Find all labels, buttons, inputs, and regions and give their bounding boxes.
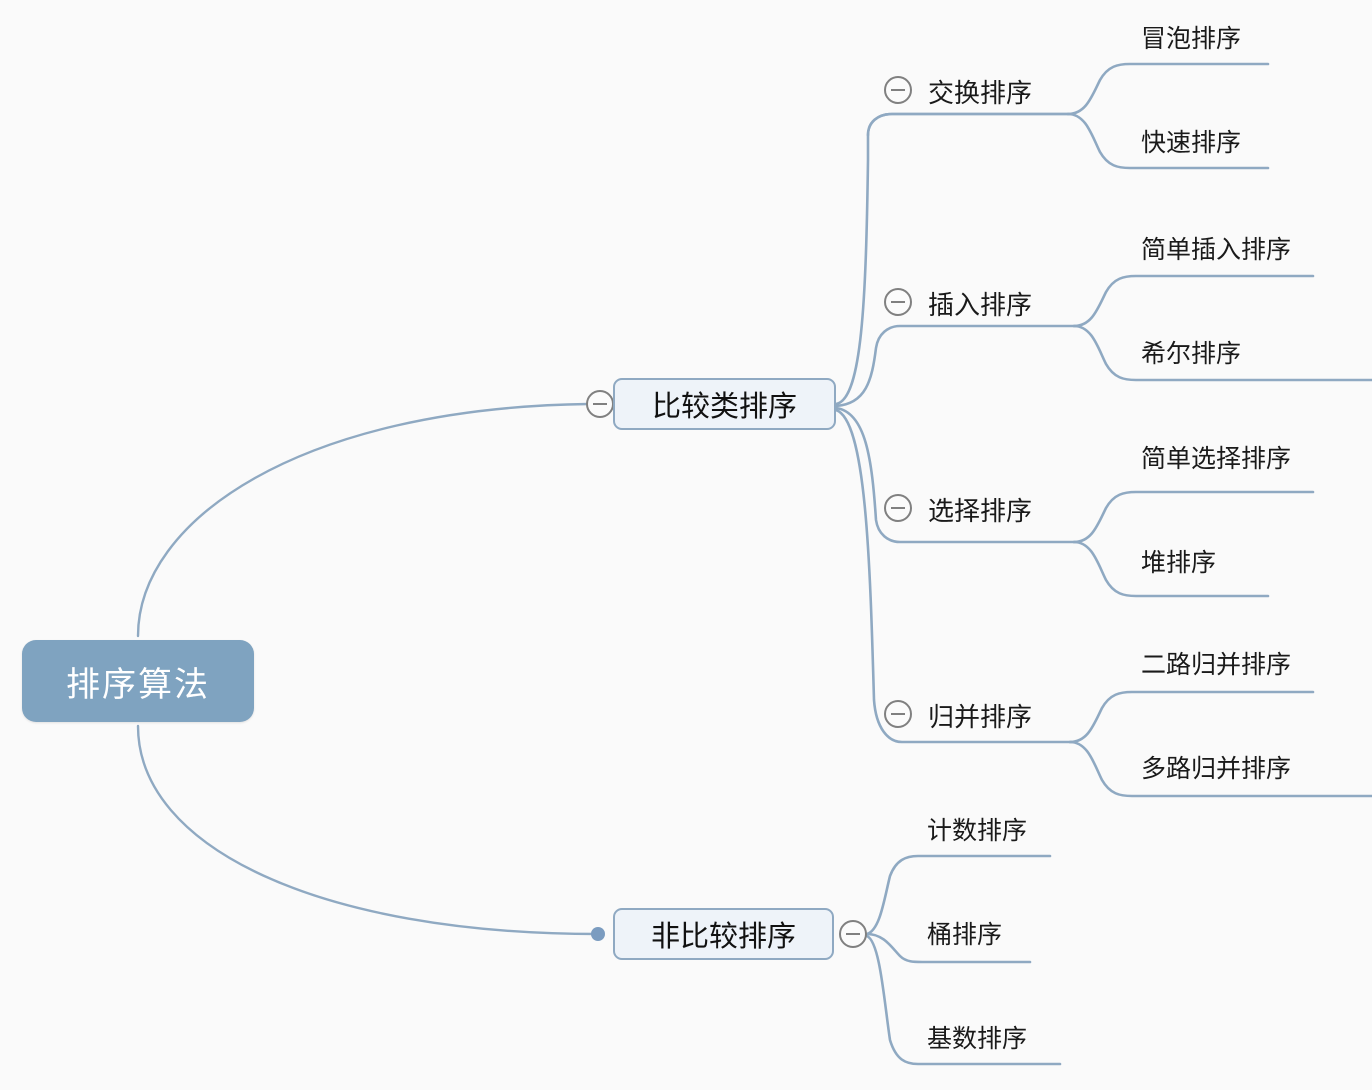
link-merge-to-twoway xyxy=(1068,690,1315,744)
node-multiway-merge-sort-label: 多路归并排序 xyxy=(1141,756,1292,783)
node-noncomparison-sorting-label: 非比较排序 xyxy=(650,921,796,953)
node-multiway-merge-sort[interactable]: 多路归并排序 xyxy=(1141,750,1291,784)
toggle-merge-icon[interactable] xyxy=(884,700,912,728)
link-root-to-comparison xyxy=(136,402,590,638)
node-bubble-sort-label: 冒泡排序 xyxy=(1141,26,1242,53)
link-exchange-to-bubble xyxy=(1066,62,1270,116)
node-bucket-sort[interactable]: 桶排序 xyxy=(927,916,1002,950)
link-comparison-to-insertion xyxy=(834,324,1080,408)
link-selection-to-simpleselect xyxy=(1072,490,1315,544)
node-insertion-sorting-label: 插入排序 xyxy=(928,290,1033,320)
link-root-to-noncomparison xyxy=(136,724,600,936)
node-quick-sort[interactable]: 快速排序 xyxy=(1141,124,1241,158)
node-simple-selection-sort[interactable]: 简单选择排序 xyxy=(1141,440,1291,474)
toggle-selection-icon[interactable] xyxy=(884,494,912,522)
link-insertion-to-simple xyxy=(1072,274,1315,328)
toggle-insertion-icon[interactable] xyxy=(884,288,912,316)
node-simple-insertion-sort-label: 简单插入排序 xyxy=(1141,237,1292,264)
node-shell-sort-label: 希尔排序 xyxy=(1141,341,1242,368)
node-simple-insertion-sort[interactable]: 简单插入排序 xyxy=(1141,231,1291,265)
node-heap-sort-label: 堆排序 xyxy=(1141,550,1217,577)
node-insertion-sorting[interactable]: 插入排序 xyxy=(928,286,1032,320)
root-node-label: 排序算法 xyxy=(66,666,210,704)
link-comparison-to-merge xyxy=(834,408,1074,744)
node-counting-sort-label: 计数排序 xyxy=(927,818,1028,845)
node-bucket-sort-label: 桶排序 xyxy=(927,922,1003,949)
node-radix-sort[interactable]: 基数排序 xyxy=(927,1020,1027,1054)
node-radix-sort-label: 基数排序 xyxy=(927,1026,1028,1053)
node-merge-sorting[interactable]: 归并排序 xyxy=(928,698,1032,732)
node-shell-sort[interactable]: 希尔排序 xyxy=(1141,335,1241,369)
root-node[interactable]: 排序算法 xyxy=(22,640,254,722)
node-merge-sorting-label: 归并排序 xyxy=(928,702,1033,732)
node-simple-selection-sort-label: 简单选择排序 xyxy=(1141,446,1292,473)
node-bubble-sort[interactable]: 冒泡排序 xyxy=(1141,20,1241,54)
node-selection-sorting[interactable]: 选择排序 xyxy=(928,492,1032,526)
toggle-noncomparison-icon[interactable] xyxy=(839,920,867,948)
bullet-noncomparison-icon xyxy=(591,927,605,941)
node-selection-sorting-label: 选择排序 xyxy=(928,496,1033,526)
node-comparison-sorting[interactable]: 比较类排序 xyxy=(613,378,836,430)
node-exchange-sorting[interactable]: 交换排序 xyxy=(928,74,1032,108)
node-quick-sort-label: 快速排序 xyxy=(1141,130,1242,157)
node-twoway-merge-sort[interactable]: 二路归并排序 xyxy=(1141,646,1291,680)
link-comparison-to-exchange xyxy=(834,112,1074,406)
link-exchange-trunk xyxy=(866,112,1070,137)
node-noncomparison-sorting[interactable]: 非比较排序 xyxy=(613,908,834,960)
toggle-exchange-icon[interactable] xyxy=(884,76,912,104)
node-counting-sort[interactable]: 计数排序 xyxy=(927,812,1027,846)
node-heap-sort[interactable]: 堆排序 xyxy=(1141,544,1216,578)
node-twoway-merge-sort-label: 二路归并排序 xyxy=(1141,652,1292,679)
node-exchange-sorting-label: 交换排序 xyxy=(928,78,1033,108)
toggle-comparison-icon[interactable] xyxy=(586,390,614,418)
node-comparison-sorting-label: 比较类排序 xyxy=(651,391,797,423)
